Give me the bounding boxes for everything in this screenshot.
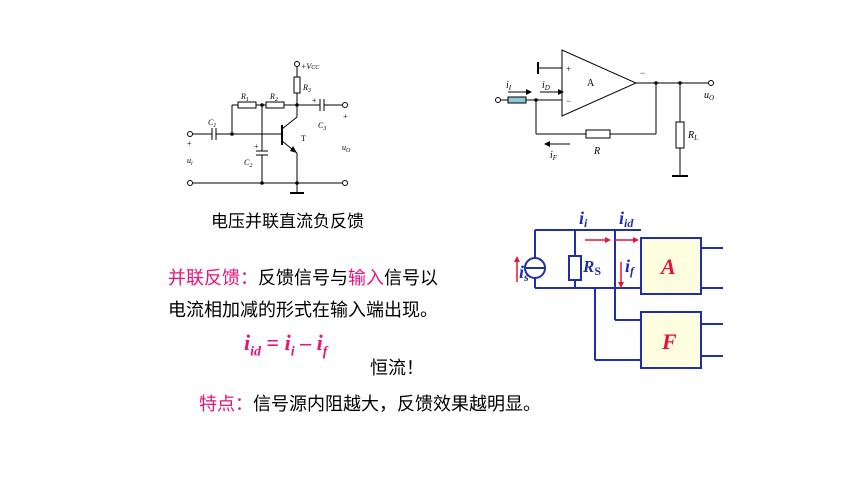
c2-label: C [244, 158, 250, 167]
svg-text:C2: C2 [244, 158, 252, 169]
svg-text:iF: iF [550, 150, 558, 162]
circuit1-caption: 电压并联直流负反馈 [211, 212, 364, 232]
id-sub: D [544, 84, 550, 92]
svg-text:R1: R1 [240, 92, 249, 103]
opamp-feedback-circuit: A + − − iI iD iF R RL uO [495, 49, 714, 177]
output-minus: − [640, 68, 645, 78]
svg-text:uO: uO [704, 90, 714, 102]
uo-sub: O [346, 148, 351, 154]
rl-label: R [687, 130, 694, 141]
r-label: R [593, 146, 600, 157]
c2-plus: + [254, 142, 259, 151]
eq-minus: – [294, 330, 317, 355]
c2-sub: 2 [249, 163, 252, 169]
ui-label: u [187, 156, 191, 165]
eq-ii-sub: i [290, 344, 295, 360]
svg-text:iid: iid [619, 208, 634, 230]
if-label: i [550, 150, 553, 161]
parallel-feedback-label: 并联反馈： [168, 268, 258, 289]
eq-iid-sub: id [250, 344, 262, 360]
if-sub: F [552, 154, 558, 162]
vcc-sub: CC [311, 65, 320, 71]
svg-text:uO: uO [342, 143, 351, 154]
rl-sub: L [693, 134, 698, 142]
svg-text:if: if [625, 256, 635, 278]
svg-text:iI: iI [506, 80, 512, 92]
c3-sub: 3 [322, 126, 326, 132]
transistor-label: T [301, 134, 306, 143]
parallel-feedback-line1: 并联反馈：反馈信号与输入信号以 [168, 264, 438, 290]
line1-c: 信号以 [384, 268, 438, 289]
ii-sub: i [584, 216, 588, 230]
feedback-block-diagram: ii iid is RS if A F [514, 208, 723, 369]
svg-text:iD: iD [542, 80, 550, 92]
eq-equals: = [261, 330, 285, 355]
constant-current-note: 恒流！ [370, 358, 424, 379]
r2-label: R [269, 92, 275, 101]
input-plus: + [187, 139, 192, 148]
if-label: i [625, 256, 630, 276]
feature-text: 信号源内阻越大，反馈效果越明显。 [253, 394, 541, 415]
line1-input: 输入 [348, 268, 384, 289]
current-equation: iid = ii – if [244, 330, 327, 360]
parallel-feedback-line2: 电流相加减的形式在输入端出现。 [168, 300, 438, 321]
is-label: i [519, 262, 524, 282]
svg-text:C1: C1 [208, 118, 216, 129]
r3-sub: 3 [307, 88, 311, 94]
block-f-label: F [661, 329, 677, 354]
i1-sub: I [508, 84, 512, 92]
transistor-amplifier-circuit: +VCC R3 R1 R2 C1 C2 C3 T ui uO + + + + [187, 61, 351, 194]
uo-sub: O [709, 94, 714, 102]
r3-label: R [302, 83, 308, 92]
vcc-label: +V [301, 62, 312, 71]
r1-sub: 1 [246, 97, 249, 103]
feature-line: 特点：信号源内阻越大，反馈效果越明显。 [199, 390, 541, 416]
eq-if-sub: f [322, 344, 328, 360]
opamp-plus: + [566, 64, 571, 74]
if-sub: f [630, 264, 635, 278]
block-a-label: A [659, 254, 676, 279]
ii-label: i [579, 208, 584, 228]
r1-label: R [240, 92, 246, 101]
svg-text:R2: R2 [269, 92, 278, 103]
output-plus: + [343, 112, 348, 121]
svg-text:ii: ii [579, 208, 588, 230]
line1-a: 反馈信号与 [258, 268, 348, 289]
svg-text:C3: C3 [318, 121, 326, 132]
svg-text:RS: RS [582, 257, 601, 278]
uo-label: u [342, 143, 346, 152]
c3-label: C [318, 121, 324, 130]
iid-label: i [619, 208, 624, 228]
is-sub: s [523, 270, 529, 284]
c1-sub: 1 [213, 123, 216, 129]
i1-label: i [506, 80, 509, 91]
c1-label: C [208, 118, 214, 127]
svg-text:ui: ui [187, 156, 193, 167]
opamp-minus: − [566, 96, 571, 106]
eq-iid: i [244, 330, 251, 355]
r2-sub: 2 [275, 97, 278, 103]
id-label: i [542, 80, 545, 91]
rs-sub: S [594, 264, 601, 278]
svg-text:R3: R3 [302, 83, 311, 94]
eq-if: i [316, 330, 323, 355]
feature-label: 特点： [199, 394, 253, 415]
eq-ii: i [284, 330, 291, 355]
svg-text:+VCC: +VCC [301, 62, 320, 71]
iid-sub: id [624, 216, 634, 230]
svg-text:RL: RL [687, 130, 698, 142]
uo-label: u [704, 90, 709, 101]
opamp-label: A [587, 78, 595, 89]
rs-label: R [582, 257, 594, 276]
ui-sub: i [191, 161, 193, 167]
c3-plus: + [312, 96, 317, 105]
svg-text:is: is [519, 262, 529, 284]
